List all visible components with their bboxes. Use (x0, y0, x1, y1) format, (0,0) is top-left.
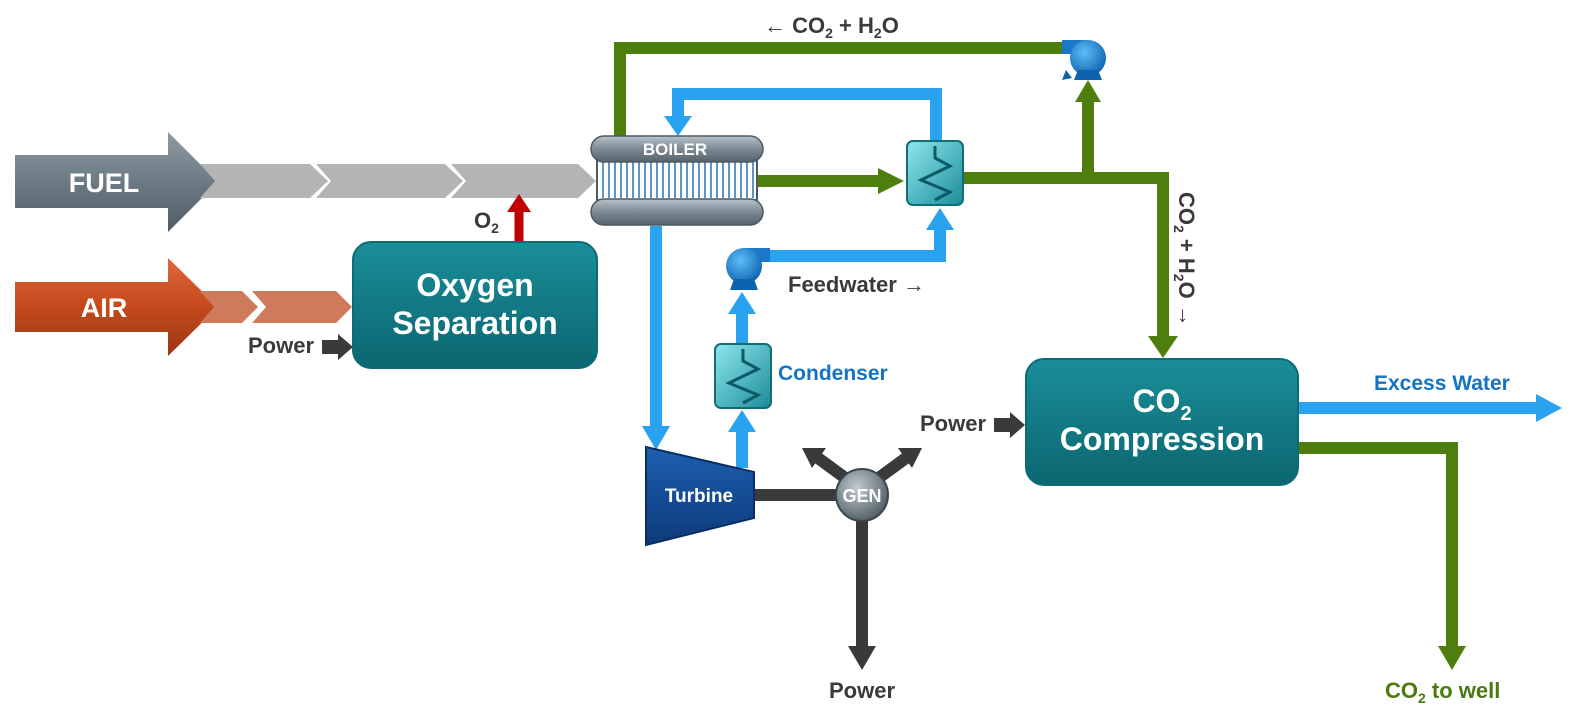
feedwater-pump (726, 248, 770, 290)
to-turbine-arrowhead (642, 426, 670, 450)
co2-to-well-label: CO2 to well (1385, 678, 1500, 706)
turbine-label: Turbine (665, 486, 733, 507)
to-compression-arrowhead (1148, 336, 1178, 358)
gen-right-arrowhead (898, 448, 922, 468)
fuel-input: FUEL (15, 132, 596, 232)
water-lines (650, 88, 1538, 468)
fuel-chevron-3 (451, 164, 596, 198)
o2-flow: O2 (474, 194, 531, 242)
power-down-arrowhead (848, 646, 876, 670)
generator: GEN (835, 468, 889, 522)
co2-recycle-pump (1062, 40, 1106, 80)
air-input: AIR (15, 258, 352, 356)
o2-arrow-head (507, 194, 531, 212)
boiler-tubes (602, 162, 754, 198)
to-pump-arrowhead (1075, 80, 1101, 102)
power-arrow-left (322, 334, 353, 360)
air-chevron-2 (252, 291, 352, 323)
power-input-oxygen: Power (248, 333, 353, 360)
air-arrow (15, 258, 218, 356)
oxygen-separation-line2: Separation (392, 305, 557, 341)
boiler-top-drum (590, 135, 764, 163)
heat-exchanger (906, 140, 964, 206)
co2-compression-box: CO2 Compression (1025, 358, 1299, 486)
feedwater-label: Feedwater → (788, 272, 925, 297)
co2-well-arrowhead (1438, 646, 1466, 670)
hx-to-boiler-return-line (672, 88, 942, 142)
to-pump-water-arrowhead (728, 292, 756, 314)
co2-compression-line2: Compression (1060, 421, 1264, 457)
turbine: Turbine (645, 445, 755, 547)
gen-left-arrowhead (802, 448, 826, 468)
to-condenser-arrowhead (728, 410, 756, 432)
power-label-compression: Power (920, 411, 986, 436)
to-boiler-arrowhead (664, 116, 692, 136)
air-chevron-1 (200, 291, 258, 323)
power-label-left: Power (248, 333, 314, 358)
co2-lines (614, 42, 1458, 648)
co2-compression-line1: CO2 (1132, 383, 1191, 425)
power-input-compression: Power (920, 411, 1025, 438)
condenser: Condenser (714, 343, 888, 409)
generator-label: GEN (842, 486, 881, 506)
heat-exchanger-coil (917, 146, 954, 202)
feedwater-line (750, 228, 946, 262)
fuel-arrow (15, 132, 218, 232)
oxygen-separation-line1: Oxygen (416, 267, 533, 303)
o2-label: O2 (474, 208, 499, 236)
power-output-label: Power (829, 678, 895, 703)
boiler-bottom-drum (590, 198, 764, 226)
fuel-chevron-1 (200, 164, 328, 198)
vertical-co2-h2o-label: CO2 + H2O → (1171, 192, 1199, 327)
power-arrow-compression (994, 412, 1025, 438)
condenser-label: Condenser (778, 362, 888, 385)
co2-to-well-line (1298, 442, 1458, 648)
excess-water-arrowhead (1536, 394, 1562, 422)
air-label: AIR (81, 293, 128, 323)
exhaust-label: ← CO2 + H2O (764, 13, 899, 41)
oxygen-separation-box: Oxygen Separation (352, 241, 598, 369)
to-hx-arrowhead (926, 208, 954, 230)
excess-water-label: Excess Water (1374, 372, 1510, 395)
co2-recycle-line (614, 42, 1085, 138)
boiler-to-hx-arrowhead (878, 168, 904, 194)
boiler-label: BOILER (643, 140, 707, 159)
fuel-chevron-2 (316, 164, 463, 198)
condenser-coil (725, 349, 762, 405)
fuel-label: FUEL (69, 168, 140, 198)
hx-to-compression-line (962, 172, 1169, 340)
boiler: BOILER (590, 135, 764, 226)
